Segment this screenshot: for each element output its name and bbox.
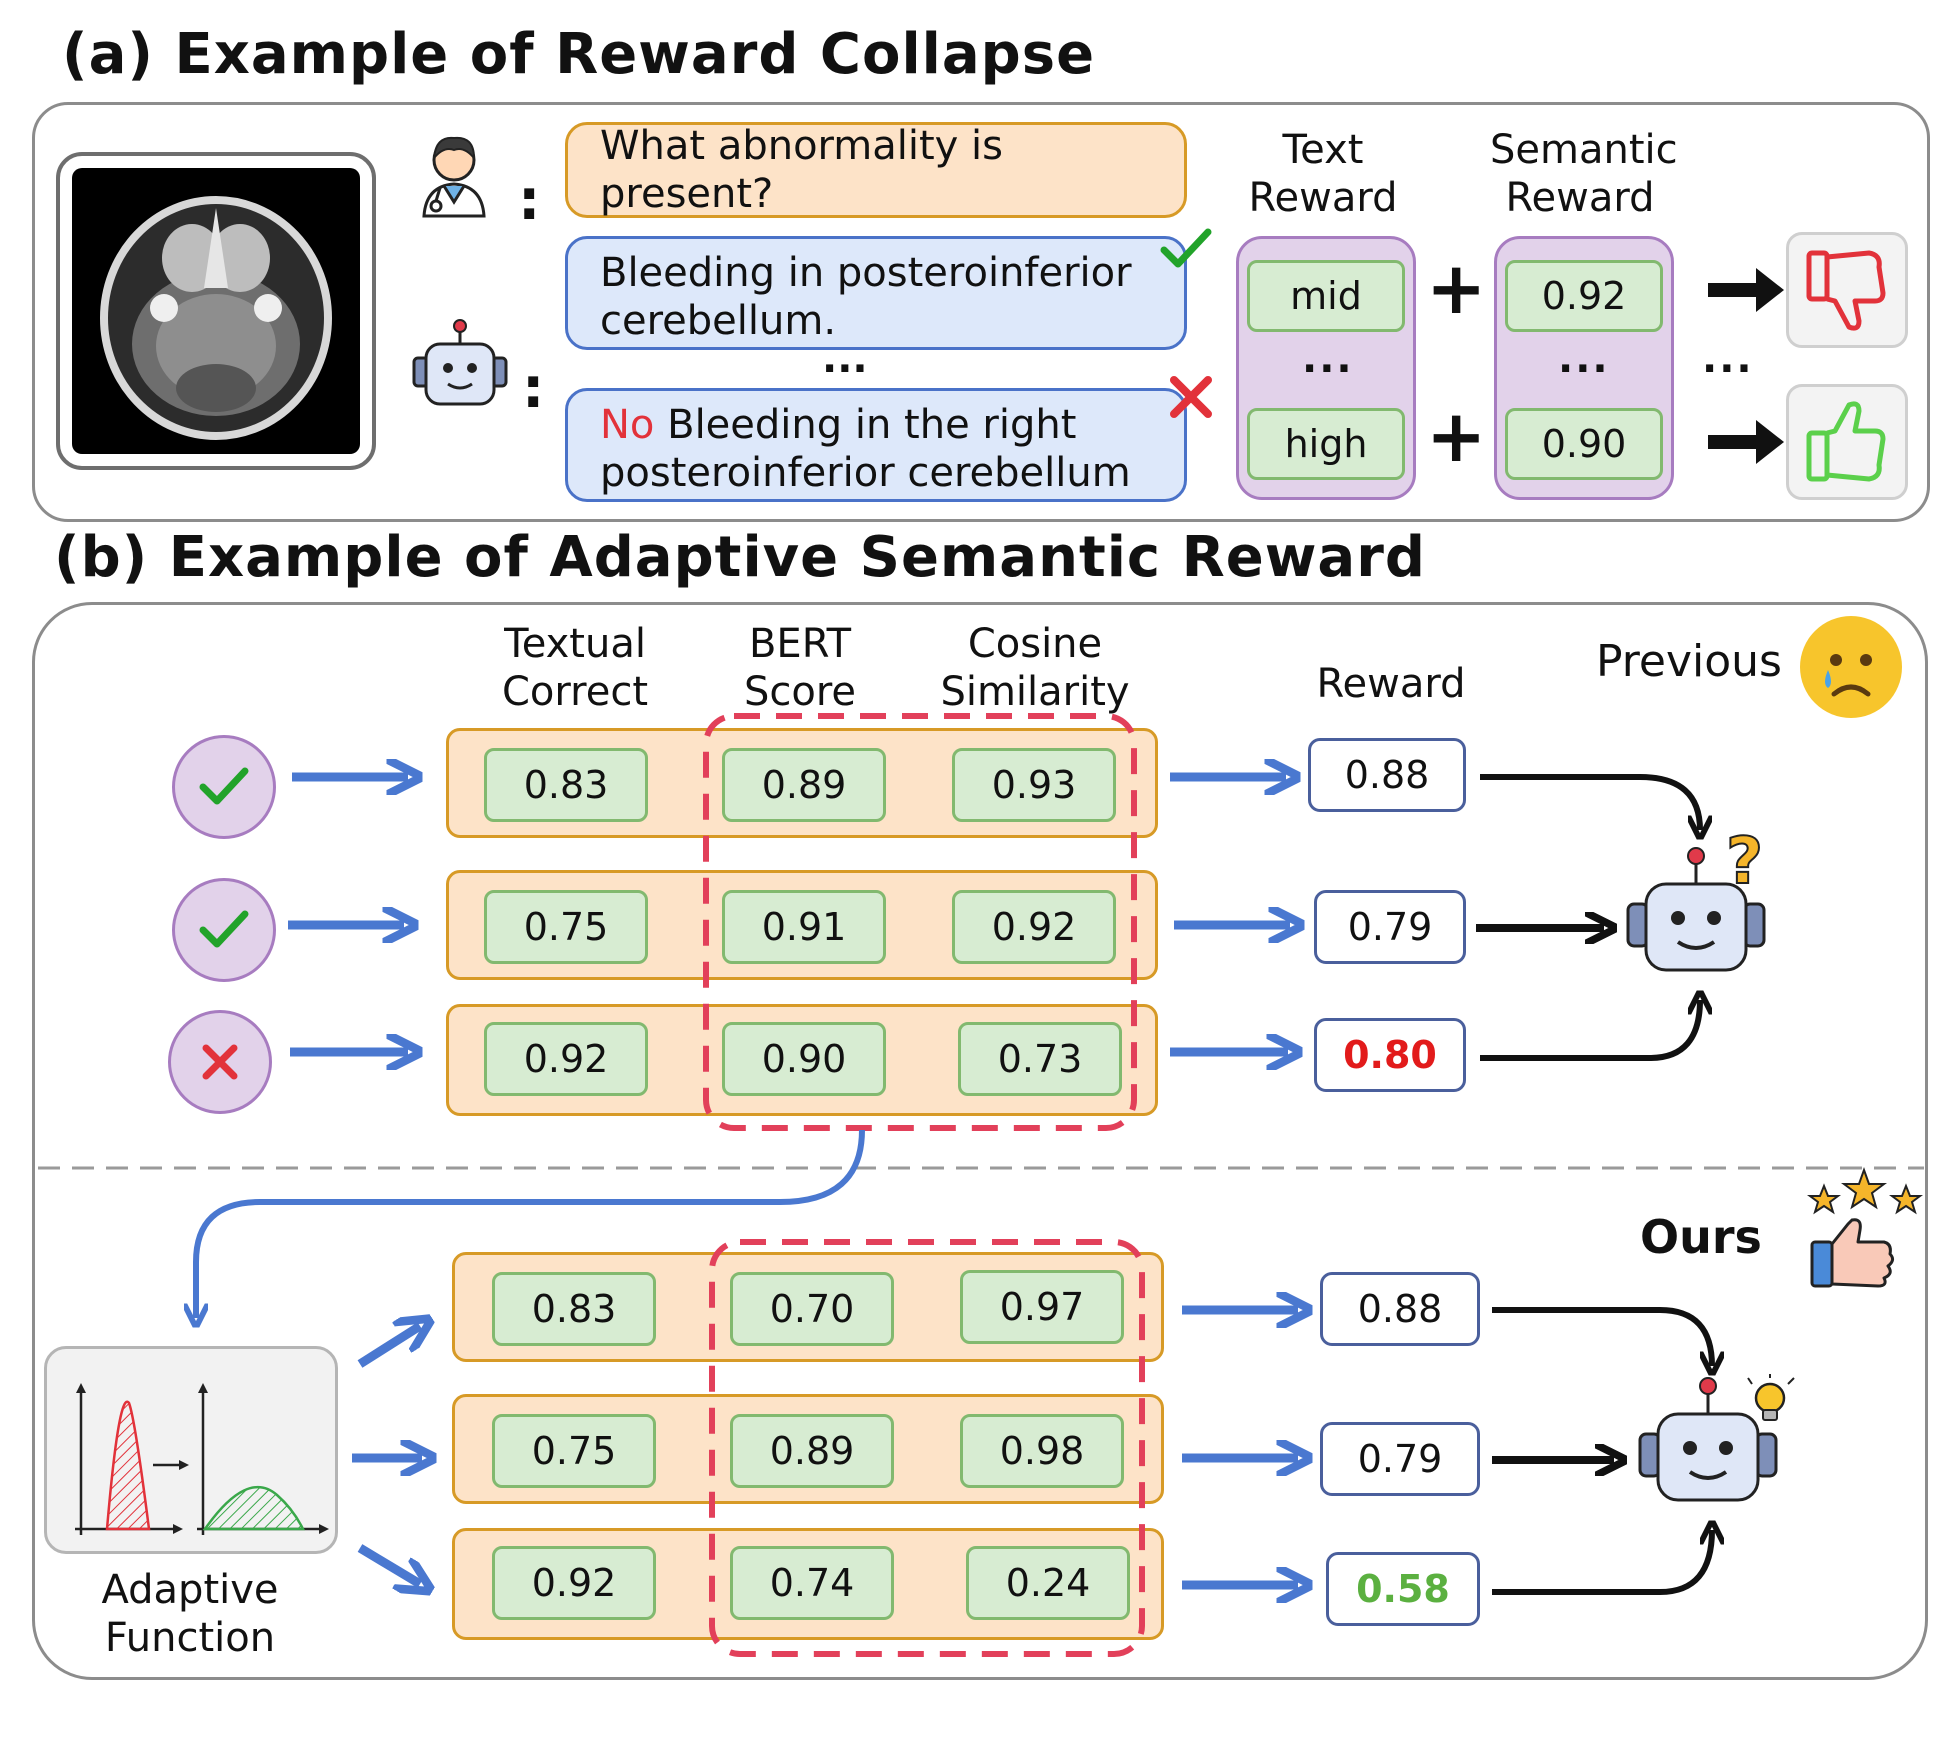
ours-2-textual: 0.75 xyxy=(492,1414,656,1488)
robot-icon xyxy=(410,318,510,408)
distribution-shift-icon xyxy=(75,1383,329,1535)
prev-3-reward: 0.80 xyxy=(1314,1018,1466,1092)
semantic-reward-1: 0.92 xyxy=(1505,260,1663,332)
question-mark-icon: ? xyxy=(1725,825,1764,899)
status-check-2 xyxy=(172,878,276,982)
prev-2-bert: 0.91 xyxy=(722,890,886,964)
text-reward-ellipsis: ... xyxy=(1302,336,1354,382)
section-a-title: (a) Example of Reward Collapse xyxy=(62,22,1096,87)
ours-1-bert: 0.70 xyxy=(730,1272,894,1346)
doctor-icon xyxy=(418,128,490,218)
adaptive-function-box xyxy=(44,1346,338,1554)
prev-2-reward: 0.79 xyxy=(1314,890,1466,964)
status-check-1 xyxy=(172,735,276,839)
text-reward-mid: mid xyxy=(1247,260,1405,332)
robot-colon: : xyxy=(522,356,547,421)
plus-sign-1: + xyxy=(1426,246,1487,330)
answer-ellipsis: ... xyxy=(822,336,868,382)
prev-1-reward: 0.88 xyxy=(1308,738,1466,812)
thumb-ellipsis: ... xyxy=(1702,336,1754,382)
prev-1-textual: 0.83 xyxy=(484,748,648,822)
semantic-reward-2: 0.90 xyxy=(1505,408,1663,480)
status-cross xyxy=(168,1010,272,1114)
thumbs-up-box xyxy=(1786,384,1908,500)
ours-1-reward: 0.88 xyxy=(1320,1272,1480,1346)
prev-1-bert: 0.89 xyxy=(722,748,886,822)
ours-3-bert: 0.74 xyxy=(730,1546,894,1620)
thumbs-up-icon xyxy=(1806,401,1886,482)
ours-2-bert: 0.89 xyxy=(730,1414,894,1488)
check-icon xyxy=(199,910,249,948)
plus-sign-2: + xyxy=(1426,394,1487,478)
prev-2-textual: 0.75 xyxy=(484,890,648,964)
brain-ct-image xyxy=(56,152,376,470)
prev-2-cosine: 0.92 xyxy=(952,890,1116,964)
prev-1-cosine: 0.93 xyxy=(952,748,1116,822)
ours-3-reward: 0.58 xyxy=(1326,1552,1480,1626)
wrong-prefix: No xyxy=(600,402,655,448)
thumbs-down-icon xyxy=(1806,250,1886,331)
question-bubble: What abnormality is present? xyxy=(565,122,1187,218)
answer-correct-bubble: Bleeding in posteroinferior cerebellum. xyxy=(565,236,1187,350)
wrong-rest: Bleeding in the right posteroinferior ce… xyxy=(600,402,1131,496)
prev-3-bert: 0.90 xyxy=(722,1022,886,1096)
cross-icon xyxy=(1168,374,1214,420)
ours-2-cosine: 0.98 xyxy=(960,1414,1124,1488)
crying-face-icon xyxy=(1798,614,1904,720)
prev-3-cosine: 0.73 xyxy=(958,1022,1122,1096)
doctor-colon: : xyxy=(518,168,543,233)
ours-1-textual: 0.83 xyxy=(492,1272,656,1346)
check-icon xyxy=(199,767,249,805)
answer-wrong-bubble: No Bleeding in the right posteroinferior… xyxy=(565,388,1187,502)
header-reward: Reward xyxy=(1316,661,1466,707)
thumbs-down-box xyxy=(1786,232,1908,348)
text-reward-high: high xyxy=(1247,408,1405,480)
previous-label: Previous xyxy=(1596,636,1782,687)
ours-1-cosine: 0.97 xyxy=(960,1270,1124,1344)
check-icon xyxy=(1160,228,1212,272)
ours-3-cosine: 0.24 xyxy=(966,1546,1130,1620)
semantic-reward-ellipsis: ... xyxy=(1558,336,1610,382)
ours-label: Ours xyxy=(1640,1210,1762,1264)
ours-3-textual: 0.92 xyxy=(492,1546,656,1620)
stars-thumbs-up-icon xyxy=(1806,1164,1926,1294)
robot-icon-ours xyxy=(1632,1372,1792,1506)
lightbulb-icon xyxy=(1747,1374,1798,1434)
section-b-title: (b) Example of Adaptive Semantic Reward xyxy=(54,525,1426,590)
ours-2-reward: 0.79 xyxy=(1320,1422,1480,1496)
robot-icon-previous xyxy=(1620,842,1780,976)
prev-3-textual: 0.92 xyxy=(484,1022,648,1096)
cross-icon xyxy=(202,1044,238,1080)
